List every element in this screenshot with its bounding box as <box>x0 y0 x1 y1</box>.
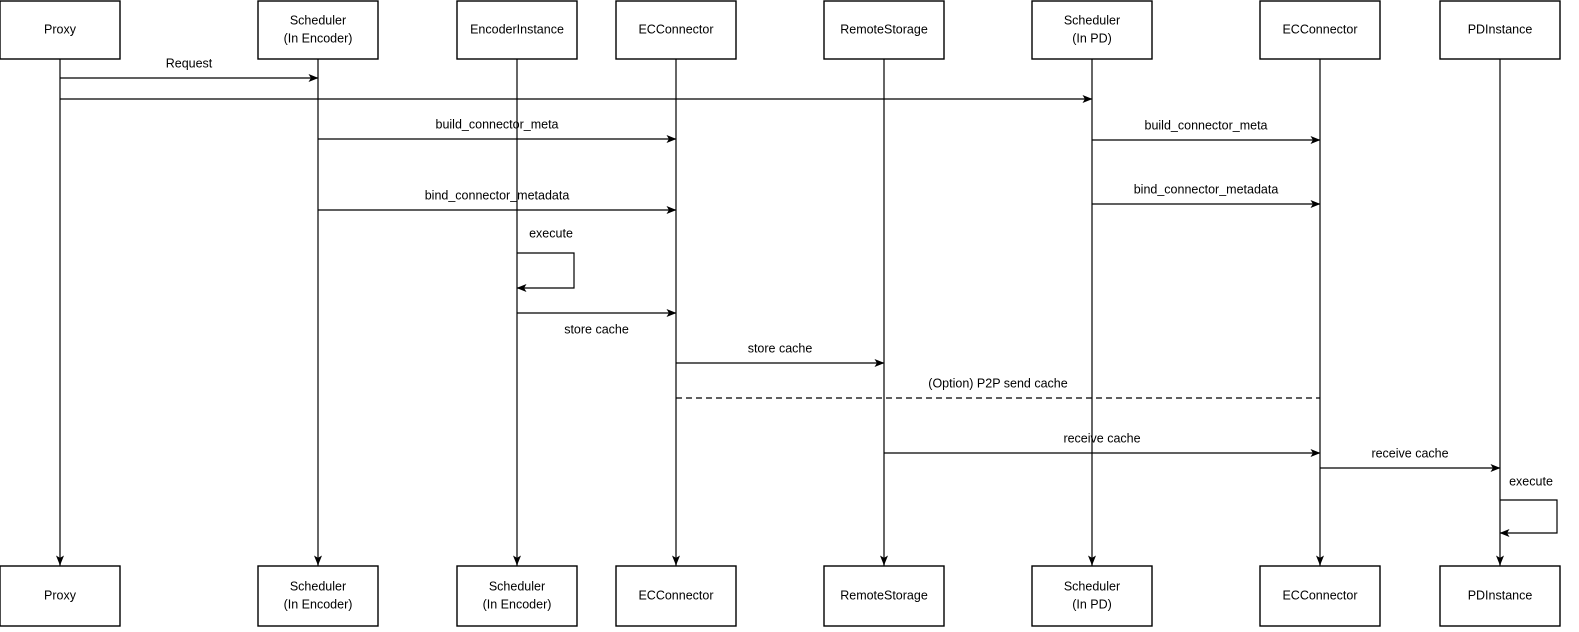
participant-footer-pd_inst[interactable]: PDInstance <box>1439 565 1561 627</box>
participant-footer-label-ec_conn_pd: ECConnector <box>1282 588 1357 602</box>
message-label-m5: bind_connector_metadata <box>425 188 570 202</box>
participant-label-encoder_inst: EncoderInstance <box>470 22 564 36</box>
participant-footer-box-pd_inst <box>1439 565 1561 627</box>
participant-footer-layer: Proxy Scheduler (In Encoder) Scheduler (In E… <box>0 555 1561 627</box>
message-m4[interactable]: build_connector_meta <box>1092 118 1321 144</box>
participant-pd_inst[interactable]: PDInstance <box>1439 0 1561 60</box>
participant-box-ec_conn_enc <box>615 0 737 60</box>
message-m11[interactable]: receive cache <box>1320 446 1501 472</box>
participant-footer-label-sched_pd-line1: Scheduler <box>1064 579 1120 593</box>
message-label-m8: store cache <box>748 341 813 355</box>
participant-label-sched_pd-line1: Scheduler <box>1064 13 1120 27</box>
participant-box-sched_enc <box>257 0 379 60</box>
participant-label-sched_enc-line1: Scheduler <box>290 13 346 27</box>
participant-label-ec_conn_enc: ECConnector <box>638 22 713 36</box>
participant-footer-label-sched_enc-line1: Scheduler <box>290 579 346 593</box>
self-message-s1[interactable]: execute <box>516 226 575 292</box>
participant-footer-box-ec_conn_enc <box>615 565 737 627</box>
participant-footer-ec_conn_enc[interactable]: ECConnector <box>615 565 737 627</box>
self-messages-layer: execute execute <box>516 226 1558 537</box>
participant-ec_conn_pd[interactable]: ECConnector <box>1259 0 1381 60</box>
participant-remote_store[interactable]: RemoteStorage <box>823 0 945 60</box>
participant-footer-label-encoder_inst-line2: (In Encoder) <box>483 597 552 611</box>
message-label-m9: (Option) P2P send cache <box>928 376 1067 390</box>
messages-layer: Request build_connector_meta build_connect… <box>60 56 1501 472</box>
message-label-m7: store cache <box>564 322 629 336</box>
participant-box-pd_inst <box>1439 0 1561 60</box>
participant-encoder_inst[interactable]: EncoderInstance <box>456 0 578 60</box>
message-label-m6: bind_connector_metadata <box>1134 182 1279 196</box>
message-label-m1: Request <box>166 56 213 70</box>
self-message-label-s2: execute <box>1509 474 1553 488</box>
participant-label-ec_conn_pd: ECConnector <box>1282 22 1357 36</box>
self-message-s2[interactable]: execute <box>1499 474 1558 537</box>
message-m6[interactable]: bind_connector_metadata <box>1092 182 1321 208</box>
participant-footer-box-encoder_inst <box>456 565 578 627</box>
message-m1[interactable]: Request <box>60 56 319 82</box>
participant-footer-label-sched_enc-line2: (In Encoder) <box>284 597 353 611</box>
participant-footer-sched_enc[interactable]: Scheduler (In Encoder) <box>257 565 379 627</box>
participant-footer-label-sched_pd-line2: (In PD) <box>1072 597 1112 611</box>
participant-box-proxy <box>0 0 121 60</box>
message-m5[interactable]: bind_connector_metadata <box>318 188 677 214</box>
message-m3[interactable]: build_connector_meta <box>318 117 677 143</box>
self-message-path-s2 <box>1499 499 1558 537</box>
participant-footer-sched_pd[interactable]: Scheduler (In PD) <box>1031 565 1153 627</box>
message-label-m3: build_connector_meta <box>436 117 559 131</box>
participant-label-pd_inst: PDInstance <box>1468 22 1533 36</box>
participant-footer-box-sched_pd <box>1031 565 1153 627</box>
participant-footer-box-ec_conn_pd <box>1259 565 1381 627</box>
participant-box-sched_pd <box>1031 0 1153 60</box>
participant-footer-label-ec_conn_enc: ECConnector <box>638 588 713 602</box>
message-m10[interactable]: receive cache <box>884 431 1321 457</box>
participant-proxy[interactable]: Proxy <box>0 0 121 60</box>
participant-box-encoder_inst <box>456 0 578 60</box>
self-message-path-s1 <box>516 252 575 292</box>
message-label-m11: receive cache <box>1371 446 1448 460</box>
participant-label-sched_enc-line2: (In Encoder) <box>284 31 353 45</box>
participant-footer-remote_store[interactable]: RemoteStorage <box>823 565 945 627</box>
participant-footer-box-sched_enc <box>257 565 379 627</box>
participant-footer-box-remote_store <box>823 565 945 627</box>
participant-label-remote_store: RemoteStorage <box>840 22 928 36</box>
participant-footer-box-proxy <box>0 565 121 627</box>
participant-label-proxy: Proxy <box>44 22 77 36</box>
participant-sched_enc[interactable]: Scheduler (In Encoder) <box>257 0 379 60</box>
participant-ec_conn_enc[interactable]: ECConnector <box>615 0 737 60</box>
message-label-m10: receive cache <box>1063 431 1140 445</box>
participant-footer-label-encoder_inst-line1: Scheduler <box>489 579 545 593</box>
participant-sched_pd[interactable]: Scheduler (In PD) <box>1031 0 1153 60</box>
participant-footer-label-remote_store: RemoteStorage <box>840 588 928 602</box>
self-message-label-s1: execute <box>529 226 573 240</box>
message-label-m4: build_connector_meta <box>1145 118 1268 132</box>
participant-label-sched_pd-line2: (In PD) <box>1072 31 1112 45</box>
message-m9[interactable]: (Option) P2P send cache <box>676 376 1320 399</box>
participant-footer-encoder_inst[interactable]: Scheduler (In Encoder) <box>456 565 578 627</box>
participant-header-layer: Proxy Scheduler (In Encoder) EncoderInstanc… <box>0 0 1561 60</box>
participant-footer-label-pd_inst: PDInstance <box>1468 588 1533 602</box>
participant-box-ec_conn_pd <box>1259 0 1381 60</box>
lifelines-layer <box>59 59 1501 566</box>
message-m7[interactable]: store cache <box>517 309 677 336</box>
participant-footer-label-proxy: Proxy <box>44 588 77 602</box>
participant-footer-proxy[interactable]: Proxy <box>0 565 121 627</box>
participant-box-remote_store <box>823 0 945 60</box>
participant-footer-ec_conn_pd[interactable]: ECConnector <box>1259 565 1381 627</box>
message-m8[interactable]: store cache <box>676 341 885 367</box>
